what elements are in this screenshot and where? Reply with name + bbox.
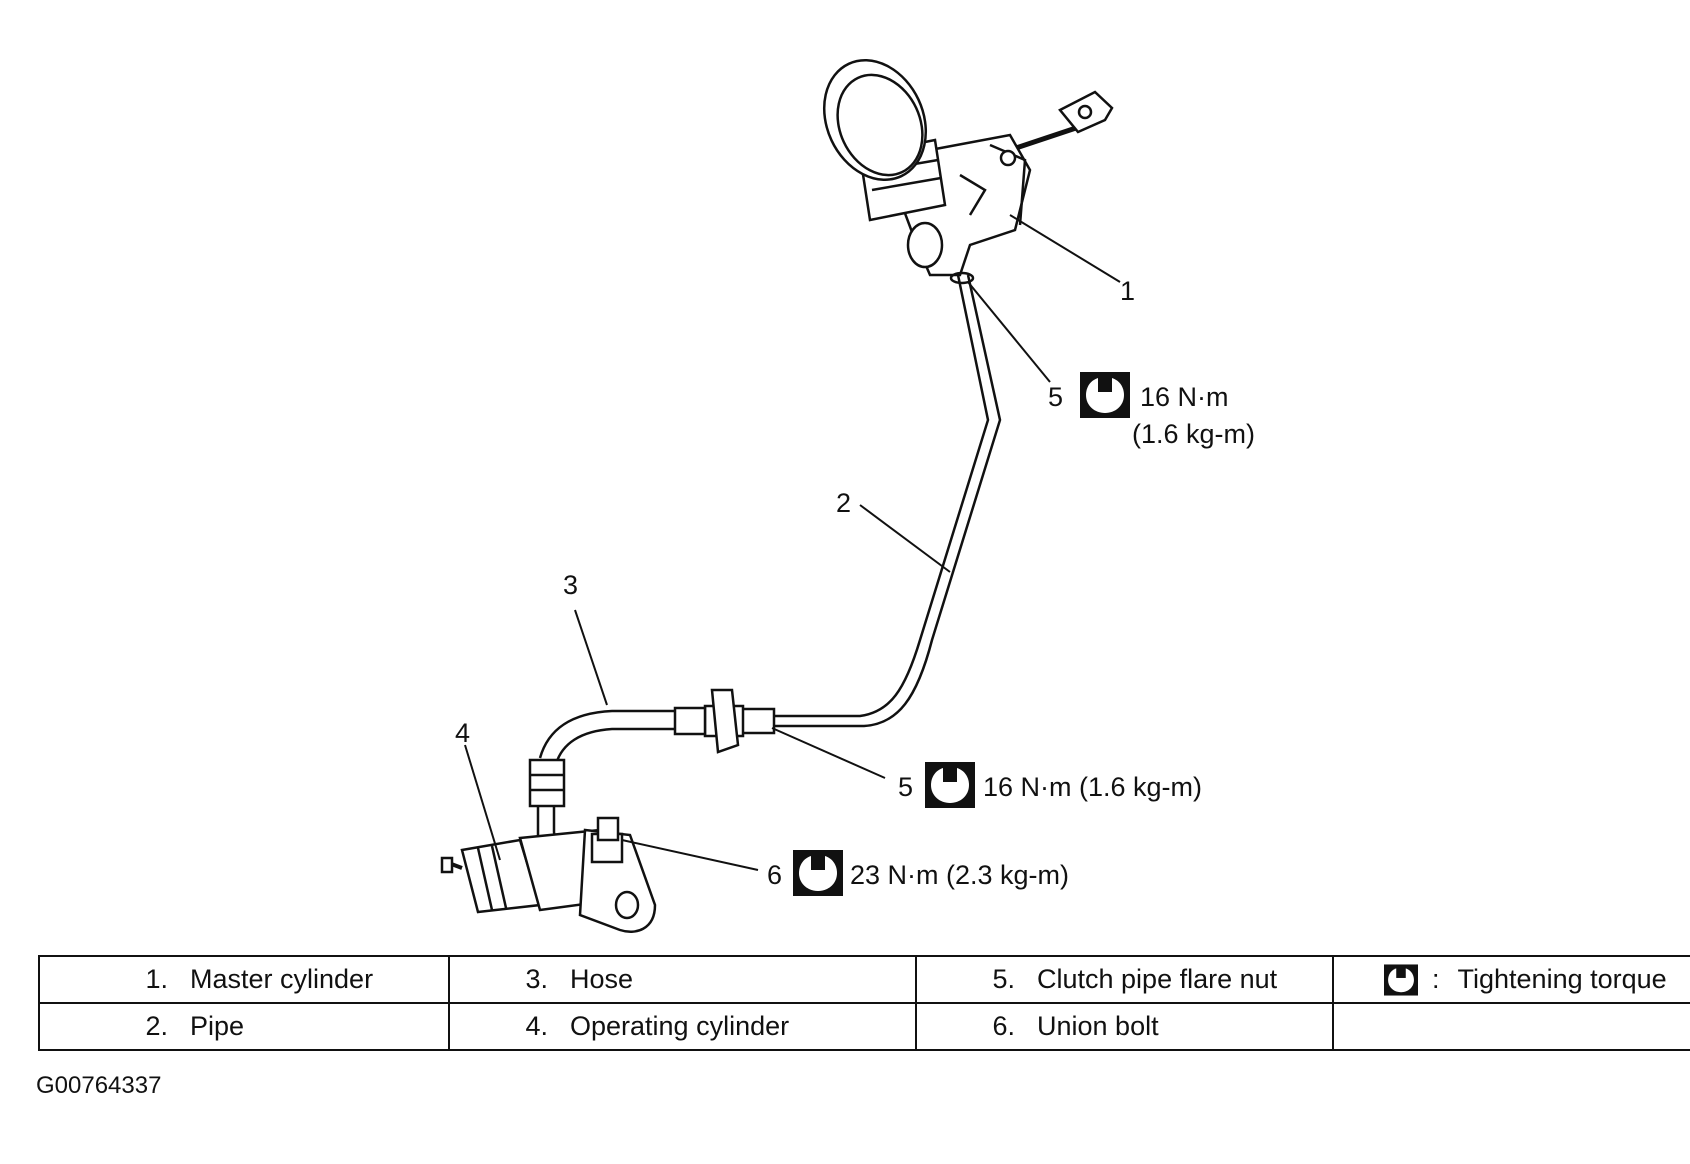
legend-number: 3. xyxy=(525,964,548,994)
legend-key-label: Tightening torque xyxy=(1457,964,1667,994)
legend-number: 1. xyxy=(145,964,168,994)
legend-number: 6. xyxy=(992,1011,1015,1041)
legend-number: 4. xyxy=(525,1011,548,1041)
legend-label: Union bolt xyxy=(1037,1011,1159,1041)
legend-cell: 6. Union bolt xyxy=(915,1002,1334,1051)
legend-cell: 5. Clutch pipe flare nut xyxy=(915,955,1334,1004)
callout-5-lower: 5 xyxy=(898,772,913,802)
operating-cylinder xyxy=(440,816,657,933)
hose-fitting xyxy=(528,758,566,808)
legend-number: 5. xyxy=(992,964,1015,994)
legend-cell: 1. Master cylinder xyxy=(38,955,450,1004)
torque-wrench-icon xyxy=(1384,963,1418,996)
callout-4: 4 xyxy=(455,718,470,748)
callout-6: 6 xyxy=(767,860,782,890)
legend-cell: 3. Hose xyxy=(448,955,917,1004)
torque-value-union-bolt: 23 N·m (2.3 kg-m) xyxy=(850,860,1069,890)
legend-empty-cell xyxy=(1332,1002,1690,1051)
pipe xyxy=(770,271,1002,728)
legend-key-cell: : Tightening torque xyxy=(1332,955,1690,1004)
master-cylinder xyxy=(822,59,1114,277)
clutch-hydraulic-diagram: 1 2 3 4 5 16 N·m (1.6 kg-m) 5 16 N·m (1.… xyxy=(440,59,1255,933)
callout-3: 3 xyxy=(563,570,578,600)
hose xyxy=(538,709,675,765)
torque-value-lower: 16 N·m (1.6 kg-m) xyxy=(983,772,1202,802)
torque-wrench-icon xyxy=(925,762,975,808)
leader-lines xyxy=(464,214,1121,871)
legend-key-separator: : xyxy=(1432,964,1440,994)
torque-wrench-icon xyxy=(1080,372,1130,418)
pipe-hose-union xyxy=(673,688,776,754)
legend-label: Master cylinder xyxy=(190,964,374,994)
parts-legend-table: 1. Master cylinder 3. Hose 5. Clutch pipe f… xyxy=(38,955,1690,1051)
callout-5-upper: 5 xyxy=(1048,382,1063,412)
legend-number: 2. xyxy=(145,1011,168,1041)
torque-wrench-icon xyxy=(793,850,843,896)
legend-label: Hose xyxy=(570,964,634,994)
callout-1: 1 xyxy=(1120,276,1135,306)
torque-value-upper: 16 N·m xyxy=(1140,382,1229,412)
callout-2: 2 xyxy=(836,488,851,518)
legend-label: Pipe xyxy=(190,1011,245,1041)
torque-value-upper-kgm: (1.6 kg-m) xyxy=(1132,419,1255,449)
legend-row: 2. Pipe 4. Operating cylinder 6. Union bolt xyxy=(38,1002,1690,1051)
legend-label: Clutch pipe flare nut xyxy=(1037,964,1278,994)
legend-label: Operating cylinder xyxy=(570,1011,790,1041)
legend-row: 1. Master cylinder 3. Hose 5. Clutch pipe f… xyxy=(38,955,1690,1004)
legend-cell: 2. Pipe xyxy=(38,1002,450,1051)
figure-id: G00764337 xyxy=(36,1072,162,1099)
legend-cell: 4. Operating cylinder xyxy=(448,1002,917,1051)
